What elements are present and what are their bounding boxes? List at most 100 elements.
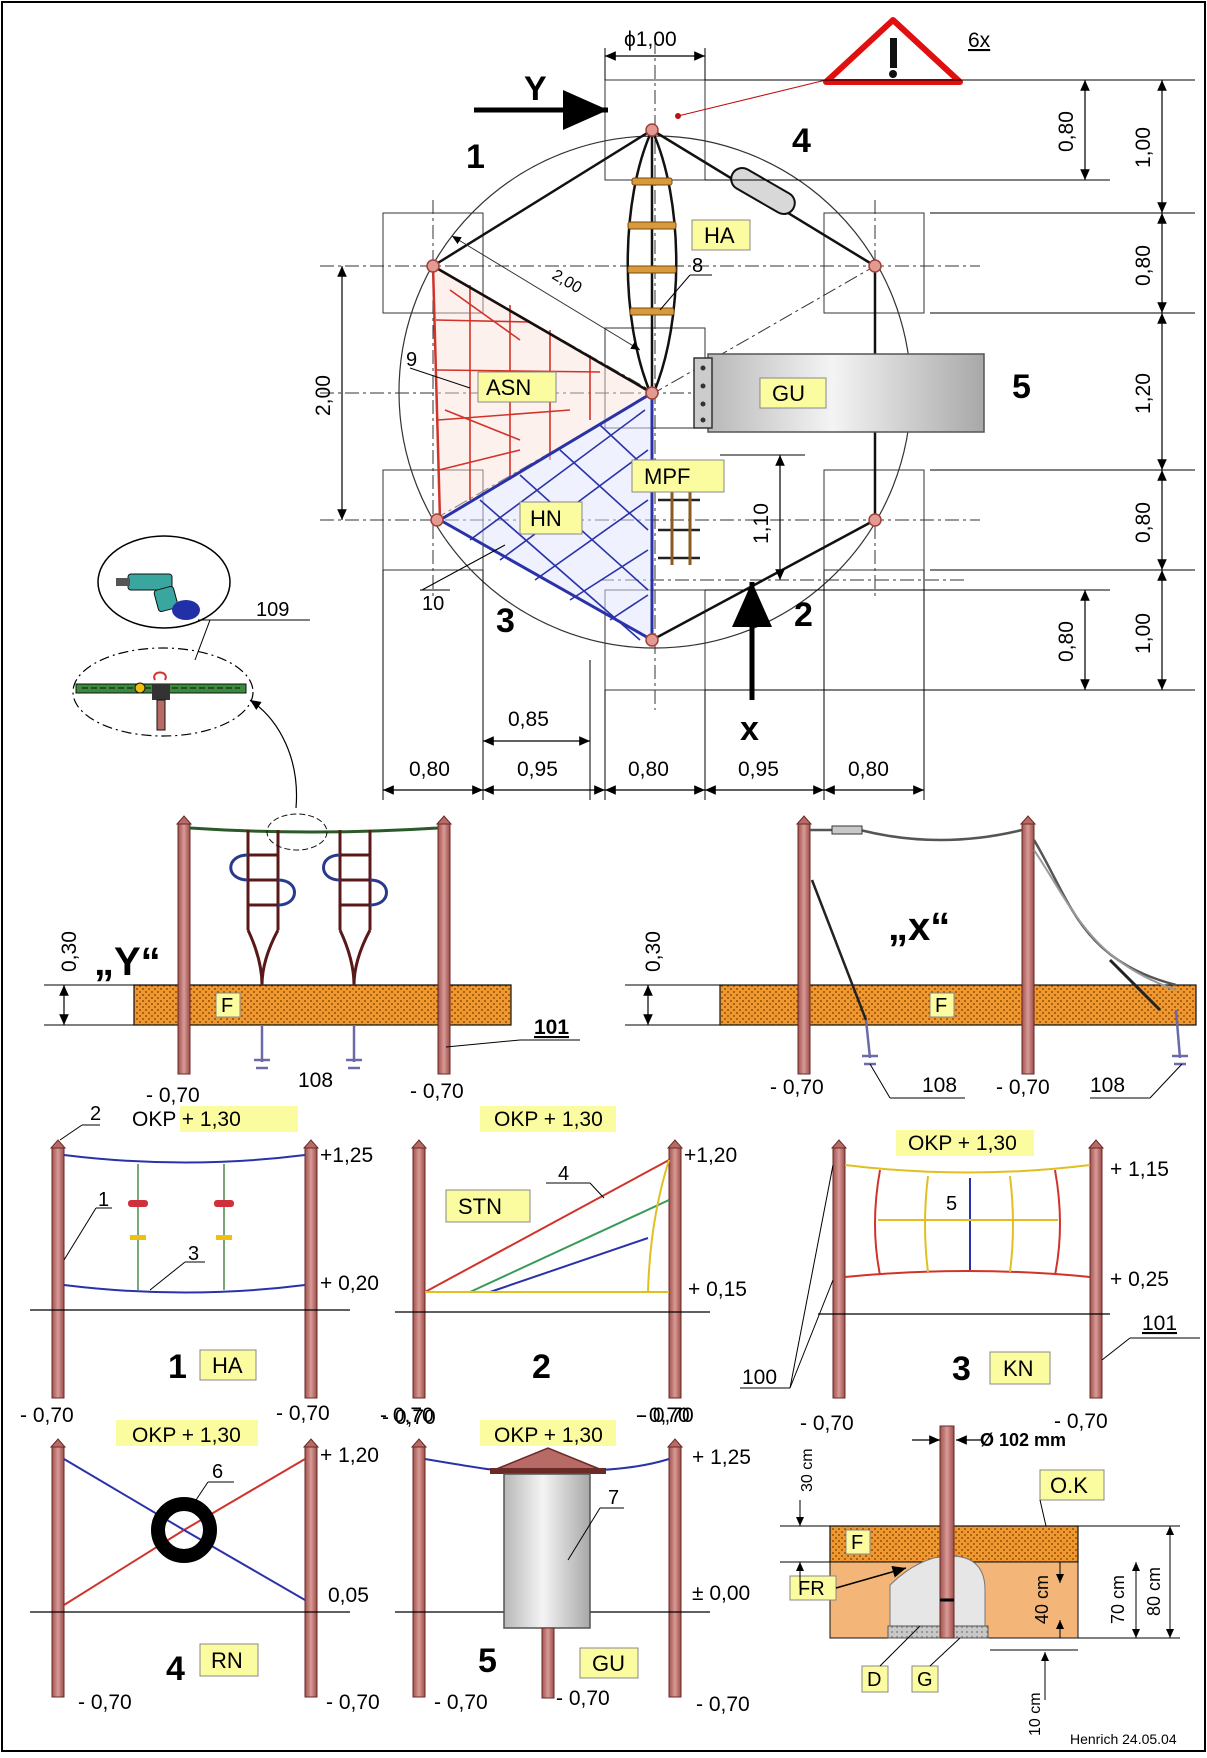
svg-text:O.K: O.K [1050,1473,1088,1498]
s4-callout-6: 6 [212,1461,223,1483]
s5-depth-left: - 0,70 [434,1691,488,1714]
foundation-detail: Ø 102 mm O.K F FR D G 30 cm [780,1425,1180,1736]
corner-number-5: 5 [1012,368,1031,406]
dim-right-0-80-b: 0,80 [1132,245,1155,286]
dim-right-0-80-c: 0,80 [1132,502,1155,543]
section-1-ha: OKP + 1,30 +1,25 + 0,20 - 0,70 - 0,70 1 … [20,1103,379,1427]
s5-tag: GU [579,1647,639,1679]
view-x-marker: x [740,710,759,748]
x-depth-left: - 0,70 [770,1076,824,1099]
dim-right-1-20: 1,20 [1132,373,1155,414]
dim-bottom-1: 0,95 [517,758,558,781]
s2-depth-left: - 0,70 [382,1406,436,1429]
detail-label-109: 109 [256,599,289,621]
callout-9: 9 [406,349,417,371]
right-dimension-chain [705,79,1195,691]
s3-depth-right: - 0,70 [1054,1410,1108,1433]
y-callout-108: 108 [298,1069,333,1092]
elevation-x: 0,30 „x“ F 108 108 - 0,70 - 0,70 [625,815,1197,1099]
f-h30: 30 cm [799,1448,816,1492]
f-tag-d: D [861,1665,889,1693]
x-callout-108b: 108 [1090,1074,1125,1097]
tyre-icon [151,1497,217,1563]
s5-mid-level: ± 0,00 [692,1582,750,1605]
tag-gu: GU [759,377,827,409]
section-4-rn: OKP + 1,30 6 + 1,20 0,05 4 RN - 0,70 - 0… [30,1420,380,1714]
s5-callout-7: 7 [608,1487,619,1509]
s3-tag: KN [989,1351,1051,1385]
view-y-marker: Y [524,70,547,108]
svg-text:D: D [867,1669,881,1691]
dim-right-1-00-a: 1,00 [1132,127,1155,168]
s1-top-level: +1,25 [320,1144,373,1167]
callout-8: 8 [692,255,703,277]
svg-text:F: F [221,995,233,1017]
svg-text:ASN: ASN [486,375,531,400]
s5-depth-top-left: - 0,70 [380,1404,434,1427]
drawing-signature: Henrich 24.05.04 [1070,1731,1177,1747]
dim-bottom-4: 0,80 [848,758,889,781]
left-vertical-dimension: 2,00 [312,375,335,416]
s3-callout-101: 101 [1142,1312,1177,1335]
s2-depth-right: - 0,70 [640,1404,694,1427]
s1-callout-1: 1 [98,1189,109,1211]
y-callout-101: 101 [534,1016,569,1039]
tag-asn: ASN [477,371,557,403]
svg-text:GU: GU [772,381,805,406]
y-view-title: „Y“ [94,940,161,984]
y-tag-f: F [215,992,241,1018]
svg-text:F: F [935,995,947,1017]
dim-bottom-3: 0,95 [738,758,779,781]
s1-callout-2: 2 [90,1103,101,1125]
y-depth-left: - 0,70 [146,1084,200,1107]
corner-number-4: 4 [792,122,811,160]
x-tag-f: F [929,992,955,1018]
f-tag-ok: O.K [1039,1469,1105,1501]
s4-top-level: + 1,20 [320,1444,379,1467]
section-2-stn: OKP + 1,30 STN 4 +1,20 + 0,15 2 - 0,70 -… [382,1106,747,1429]
f-tag-g: G [911,1665,939,1693]
s3-top-level: + 1,15 [1110,1158,1169,1181]
s1-callout-3: 3 [188,1243,199,1265]
s2-bottom-level: + 0,15 [688,1278,747,1301]
s4-depth-right: - 0,70 [326,1691,380,1714]
dimension-1-10: 1,10 [750,503,773,544]
s3-callout-5: 5 [946,1193,957,1215]
s5-top-level: + 1,25 [692,1446,751,1469]
f-tag-fr: FR [789,1575,837,1601]
s3-callout-100: 100 [742,1366,777,1389]
dim-right-1-00-b: 1,00 [1132,613,1155,654]
s2-callout-4: 4 [558,1163,569,1185]
s4-number: 4 [166,1650,185,1688]
svg-text:HN: HN [530,506,562,531]
s5-okp: OKP + 1,30 [494,1424,603,1447]
s3-depth-left: - 0,70 [800,1412,854,1435]
f-tag-f: F [845,1529,871,1555]
s2-tag: STN [445,1189,531,1223]
y-height-dim: 0,30 [58,931,81,972]
svg-text:HA: HA [212,1353,243,1378]
dim-0-85: 0,85 [508,708,549,731]
drill-icon [116,573,200,620]
s5-depth-mid: - 0,70 [556,1687,610,1710]
y-depth-right: - 0,70 [410,1080,464,1103]
s3-bottom-level: + 0,25 [1110,1268,1169,1291]
elevation-y: 0,30 „Y“ F 108 [44,813,580,1107]
s5-depth-top-right: - 0,70 [636,1404,690,1427]
svg-text:F: F [851,1532,863,1554]
dim-right-0-80-a: 0,80 [1055,111,1078,152]
tag-hn: HN [519,501,583,535]
x-height-dim: 0,30 [642,931,665,972]
svg-text:G: G [917,1669,933,1691]
f-h80: 80 cm [1144,1567,1164,1616]
dim-bottom-2: 0,80 [628,758,669,781]
svg-text:MPF: MPF [644,464,690,489]
s1-depth-right: - 0,70 [276,1402,330,1425]
callout-10: 10 [422,593,444,615]
s2-okp: OKP + 1,30 [494,1108,603,1131]
detail-109: 109 [72,535,310,809]
f-h40: 40 cm [1032,1575,1052,1624]
s2-number: 2 [532,1348,551,1386]
